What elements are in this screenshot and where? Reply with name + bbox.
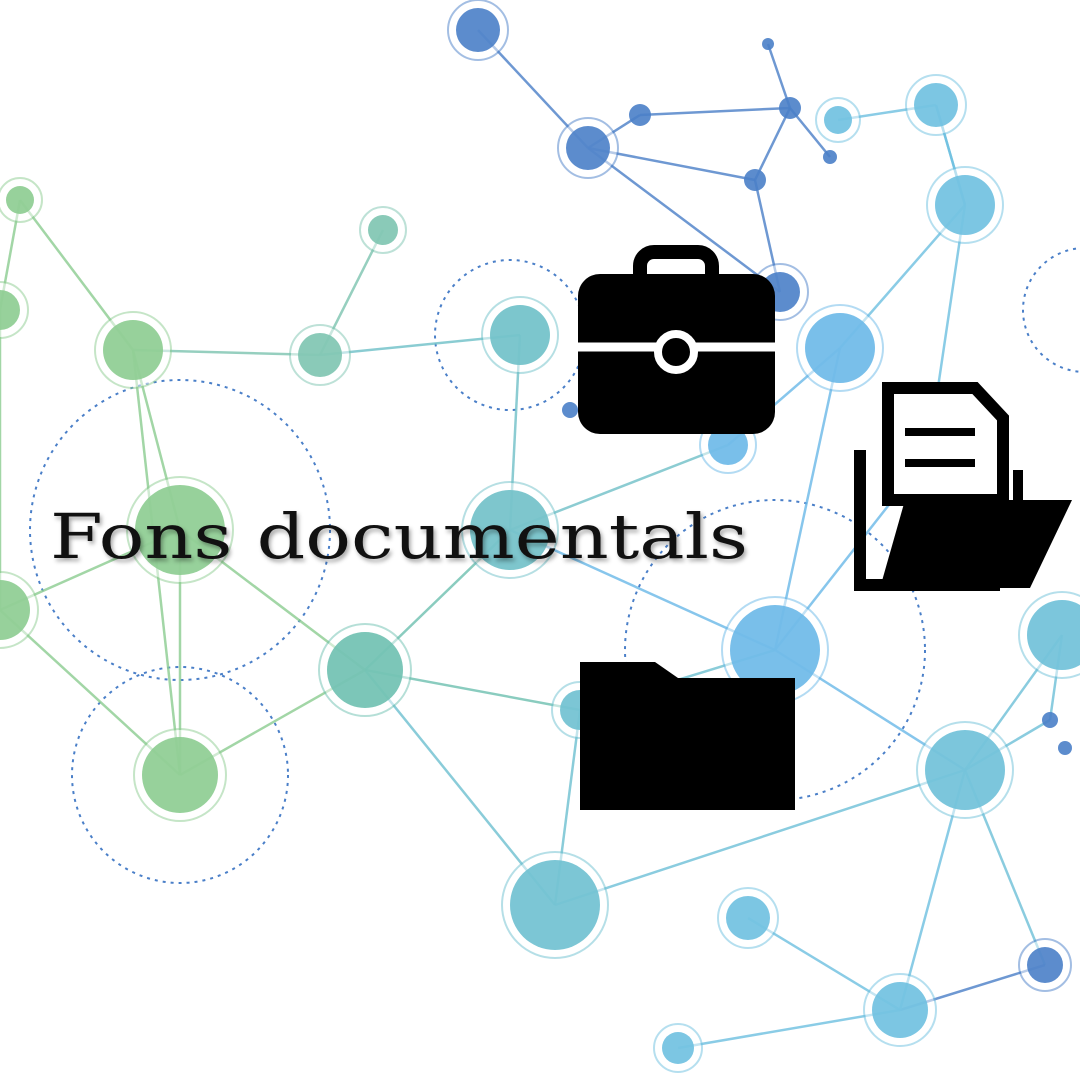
network-node (0, 580, 30, 640)
network-node (135, 485, 225, 575)
network-node (779, 97, 801, 119)
network-node (566, 126, 610, 170)
network-node (298, 333, 342, 377)
network-node (805, 313, 875, 383)
network-node (470, 490, 550, 570)
network-node (6, 186, 34, 214)
network-edge (766, 43, 792, 109)
network-node (662, 1032, 694, 1064)
network-node (562, 402, 578, 418)
network-node (726, 896, 770, 940)
network-node (1027, 600, 1080, 670)
network-node (872, 982, 928, 1038)
dashed-ring (624, 499, 926, 801)
folder-icon (580, 662, 795, 810)
network-node (1027, 947, 1063, 983)
network-edge (639, 106, 791, 117)
network-node (762, 38, 774, 50)
network-node (0, 290, 20, 330)
network-node (935, 175, 995, 235)
network-edge (587, 147, 781, 293)
title: Fons documentals (50, 500, 748, 573)
network-node (925, 730, 1005, 810)
network-node (708, 425, 748, 465)
network-node (824, 106, 852, 134)
network-node (629, 104, 651, 126)
network-node (914, 83, 958, 127)
network-node (456, 8, 500, 52)
dashed-ring (1022, 247, 1080, 373)
briefcase-icon (578, 245, 775, 434)
network-node (823, 150, 837, 164)
network-node (1042, 712, 1058, 728)
network-node (744, 169, 766, 191)
document-folder-icon (854, 382, 1072, 591)
network-node (730, 605, 820, 695)
network-node (103, 320, 163, 380)
network-node (1058, 741, 1072, 755)
network-node (142, 737, 218, 813)
network-edge (753, 107, 792, 181)
network-node (510, 860, 600, 950)
dashed-ring (71, 666, 289, 884)
network-node (368, 215, 398, 245)
network-node (490, 305, 550, 365)
network-edge (677, 1008, 901, 1050)
network-node (327, 632, 403, 708)
dashed-ring (29, 379, 331, 681)
network-edge (554, 768, 966, 907)
